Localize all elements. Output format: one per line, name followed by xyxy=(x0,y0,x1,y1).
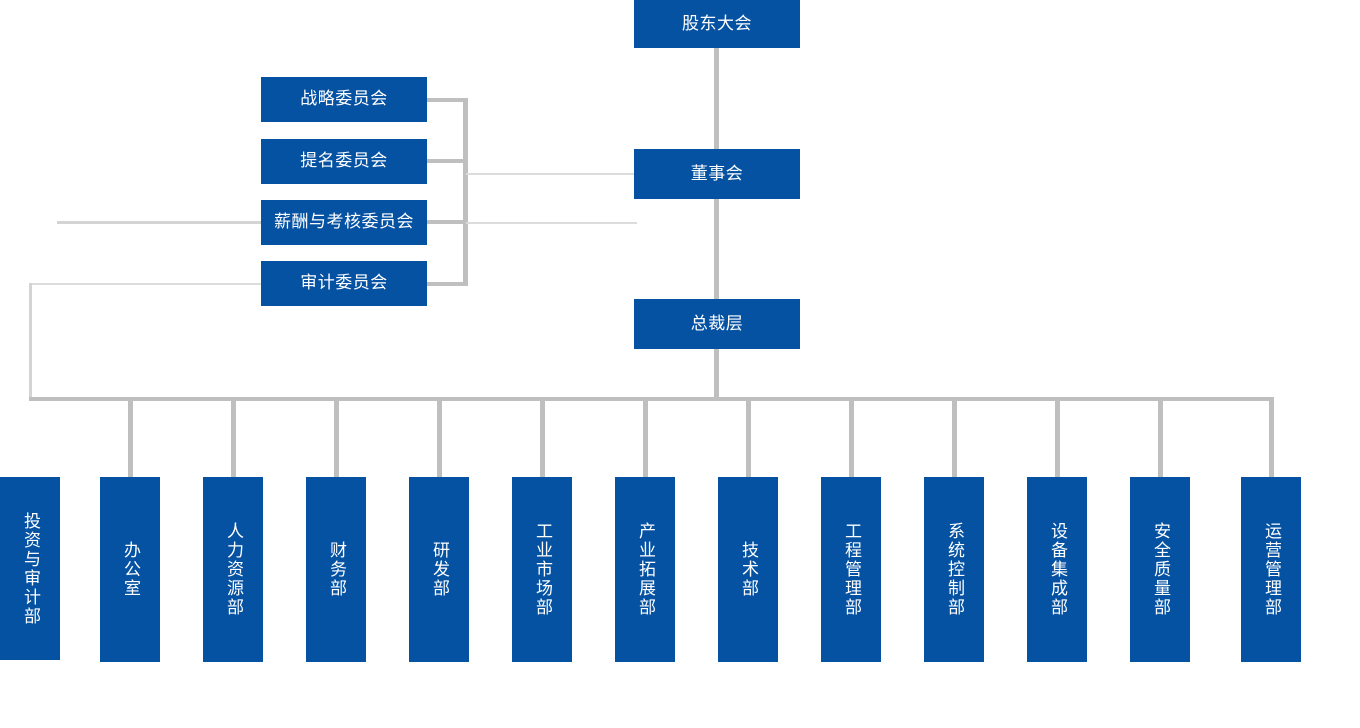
node-department-label: 办公室 xyxy=(120,541,141,598)
connector-department-drop xyxy=(643,400,648,480)
node-department-safety-quality[interactable]: 安全质量部 xyxy=(1130,477,1190,662)
node-department-equipment-integration[interactable]: 设备集成部 xyxy=(1027,477,1087,662)
connector-department-drop xyxy=(1055,400,1060,480)
node-committee-strategy[interactable]: 战略委员会 xyxy=(261,77,427,122)
connector-department-drop xyxy=(540,400,545,480)
connector-compensation-right-line xyxy=(466,222,637,224)
node-department-label: 设备集成部 xyxy=(1047,522,1068,617)
connector-shareholders-board xyxy=(714,48,719,149)
node-committee-audit[interactable]: 审计委员会 xyxy=(261,261,427,306)
node-department-research-development[interactable]: 研发部 xyxy=(409,477,469,662)
node-president[interactable]: 总裁层 xyxy=(634,299,800,349)
node-department-investment-audit[interactable]: 投资与审计部 xyxy=(0,477,60,660)
node-department-finance[interactable]: 财务部 xyxy=(306,477,366,662)
node-department-label: 运营管理部 xyxy=(1261,522,1282,617)
node-department-office[interactable]: 办公室 xyxy=(100,477,160,662)
node-shareholders-label: 股东大会 xyxy=(682,13,752,34)
connector-department-drop xyxy=(1158,400,1163,480)
node-committee-compensation-label: 薪酬与考核委员会 xyxy=(274,212,414,233)
node-department-label: 工业市场部 xyxy=(532,522,553,617)
connector-department-drop xyxy=(437,400,442,480)
node-committee-audit-label: 审计委员会 xyxy=(300,273,388,294)
node-department-label: 投资与审计部 xyxy=(20,511,41,626)
connector-committee-bus xyxy=(463,98,468,286)
node-board-label: 董事会 xyxy=(690,163,744,184)
node-president-label: 总裁层 xyxy=(690,313,744,334)
node-board[interactable]: 董事会 xyxy=(634,149,800,199)
node-department-human-resources[interactable]: 人力资源部 xyxy=(203,477,263,662)
node-department-system-control[interactable]: 系统控制部 xyxy=(924,477,984,662)
connector-board-president xyxy=(714,199,719,299)
node-department-label: 安全质量部 xyxy=(1150,522,1171,617)
connector-department-drop xyxy=(1269,400,1274,480)
connector-committee-2-stub xyxy=(427,159,468,163)
node-department-label: 财务部 xyxy=(326,541,347,598)
connector-department-drop xyxy=(128,400,133,480)
node-department-label: 技术部 xyxy=(738,541,759,598)
node-department-operations-management[interactable]: 运营管理部 xyxy=(1241,477,1301,662)
connector-committees-to-board xyxy=(466,173,636,175)
node-department-engineering-management[interactable]: 工程管理部 xyxy=(821,477,881,662)
connector-department-drop xyxy=(849,400,854,480)
connector-department-bus xyxy=(29,397,1274,401)
node-department-industry-expansion[interactable]: 产业拓展部 xyxy=(615,477,675,662)
connector-department-drop xyxy=(334,400,339,480)
connector-president-bus xyxy=(714,349,719,400)
node-department-technology[interactable]: 技术部 xyxy=(718,477,778,662)
connector-department-drop xyxy=(231,400,236,480)
node-department-label: 工程管理部 xyxy=(841,522,862,617)
connector-department-drop xyxy=(746,400,751,480)
connector-committee-3-stub xyxy=(427,220,468,224)
connector-committee-1-stub xyxy=(427,98,468,102)
node-committee-compensation[interactable]: 薪酬与考核委员会 xyxy=(261,200,427,245)
node-committee-nomination-label: 提名委员会 xyxy=(300,151,388,172)
connector-compensation-left-line xyxy=(57,221,262,224)
node-department-label: 研发部 xyxy=(429,541,450,598)
node-department-label: 人力资源部 xyxy=(223,522,244,617)
node-department-label: 产业拓展部 xyxy=(635,522,656,617)
node-department-industrial-market[interactable]: 工业市场部 xyxy=(512,477,572,662)
connector-audit-left-line xyxy=(29,283,262,285)
node-committee-strategy-label: 战略委员会 xyxy=(300,89,388,110)
node-committee-nomination[interactable]: 提名委员会 xyxy=(261,139,427,184)
node-shareholders[interactable]: 股东大会 xyxy=(634,0,800,48)
connector-department-drop xyxy=(952,400,957,480)
connector-committee-4-stub xyxy=(427,282,468,286)
connector-audit-left-vertical xyxy=(29,283,32,400)
node-department-label: 系统控制部 xyxy=(944,522,965,617)
